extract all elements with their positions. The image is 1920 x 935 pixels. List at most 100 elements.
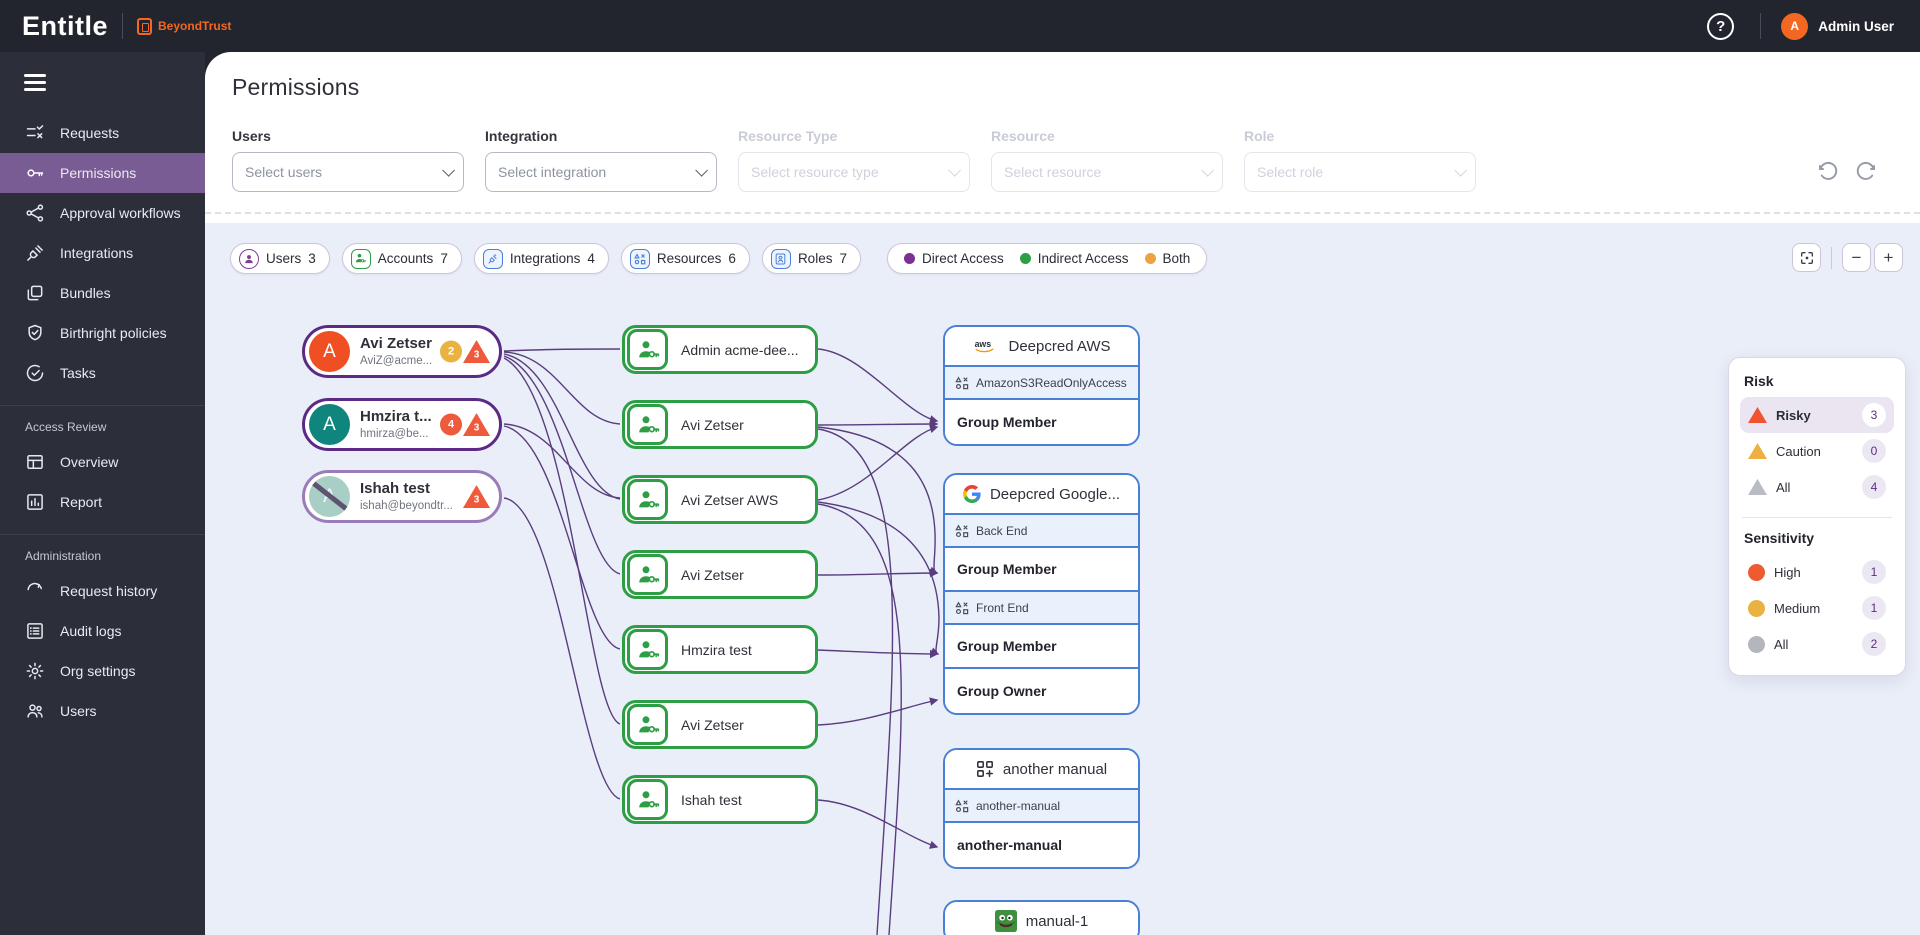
resource-node[interactable]: Back End xyxy=(945,515,1138,548)
account-node[interactable]: Avi Zetser xyxy=(622,550,818,599)
sidebar-item-permissions[interactable]: Permissions xyxy=(0,152,205,193)
redo-icon[interactable] xyxy=(1854,160,1878,184)
fit-view-button[interactable] xyxy=(1792,243,1821,272)
help-icon[interactable]: ? xyxy=(1707,12,1735,40)
controls-divider xyxy=(1831,246,1832,269)
resource-group-aws: aws Deepcred AWS AmazonS3ReadOnlyAccess … xyxy=(943,325,1140,446)
undo-icon[interactable] xyxy=(1816,160,1840,184)
sidebar-item-requests[interactable]: Requests xyxy=(0,113,205,153)
all-triangle-icon xyxy=(1748,479,1767,495)
integration-node-aws[interactable]: aws Deepcred AWS xyxy=(945,327,1138,367)
entitle-logo[interactable]: Entitle xyxy=(22,10,109,41)
user-node-ishah[interactable]: A Ishah test ishah@beyondtr... 3 xyxy=(302,470,502,523)
sidebar-item-org-settings[interactable]: Org settings xyxy=(0,651,205,691)
account-key-icon xyxy=(627,779,668,820)
account-node[interactable]: Avi Zetser AWS xyxy=(622,475,818,524)
sidebar-item-audit-logs[interactable]: Audit logs xyxy=(0,611,205,651)
zoom-out-button[interactable]: − xyxy=(1842,243,1871,272)
zoom-in-button[interactable]: + xyxy=(1874,243,1903,272)
risk-filter-risky[interactable]: Risky 3 xyxy=(1740,397,1894,433)
high-count-badge: 1 xyxy=(1862,560,1886,584)
caution-count-badge: 0 xyxy=(1862,439,1886,463)
risk-filter-caution[interactable]: Caution 0 xyxy=(1740,433,1894,469)
user-node-hmzira[interactable]: A Hmzira t... hmirza@be... 4 3 xyxy=(302,398,502,451)
integration-select[interactable]: Select integration xyxy=(485,152,717,192)
user-name[interactable]: Admin User xyxy=(1818,18,1894,34)
aws-logo: aws xyxy=(974,339,993,353)
account-key-icon xyxy=(627,554,668,595)
account-node[interactable]: Admin acme-dee... xyxy=(622,325,818,374)
sidebar-item-integrations[interactable]: Integrations xyxy=(0,233,205,273)
all-circle-icon xyxy=(1748,635,1765,653)
account-node[interactable]: Avi Zetser xyxy=(622,700,818,749)
users-select[interactable]: Select users xyxy=(232,152,464,192)
user-node-avi-zetser[interactable]: A Avi Zetser AviZ@acme... 2 3 xyxy=(302,325,502,378)
canvas-controls: − + xyxy=(1792,243,1903,272)
role-node[interactable]: Group Member xyxy=(945,548,1138,592)
sensitivity-title: Sensitivity xyxy=(1744,530,1815,546)
sidebar-item-bundles[interactable]: Bundles xyxy=(0,273,205,313)
sidebar-item-request-history[interactable]: Request history xyxy=(0,571,205,611)
risk-filter-all[interactable]: All 4 xyxy=(1740,469,1894,505)
resource-type-icon xyxy=(955,523,969,537)
resource-type-icon xyxy=(955,375,969,389)
user-avatar[interactable]: A xyxy=(1781,12,1809,40)
account-node[interactable]: Hmzira test xyxy=(622,625,818,674)
account-node[interactable]: Ishah test xyxy=(622,775,818,824)
role-node[interactable]: Group Member xyxy=(945,625,1138,669)
sensitivity-filter-high[interactable]: High 1 xyxy=(1740,554,1894,590)
chevron-down-icon xyxy=(948,163,961,177)
sensitivity-filter-medium[interactable]: Medium 1 xyxy=(1740,590,1894,626)
sensitivity-filter-all[interactable]: All 2 xyxy=(1740,626,1894,662)
integration-node-google[interactable]: Deepcred Google... xyxy=(945,475,1138,515)
sidebar-item-report[interactable]: Report xyxy=(0,482,205,522)
resource-group-google: Deepcred Google... Back End Group Member… xyxy=(943,473,1140,715)
resource-node[interactable]: another-manual xyxy=(945,790,1138,823)
integration-node-another-manual[interactable]: another manual xyxy=(945,750,1138,790)
section-administration: Administration xyxy=(25,548,102,563)
menu-toggle-icon[interactable] xyxy=(24,74,46,91)
role-node[interactable]: another-manual xyxy=(945,823,1138,867)
risk-triangle-badge: 3 xyxy=(463,413,490,436)
history-icon xyxy=(27,582,42,594)
account-key-icon xyxy=(627,329,668,370)
chevron-down-icon xyxy=(1201,163,1214,177)
sidebar-item-overview[interactable]: Overview xyxy=(0,442,205,482)
integration-node-manual-1[interactable]: manual-1 xyxy=(945,902,1138,935)
sidebar-item-approval-workflows[interactable]: Approval workflows xyxy=(0,193,205,233)
resource-chip-icon xyxy=(629,248,650,269)
resource-node[interactable]: AmazonS3ReadOnlyAccess xyxy=(945,367,1138,400)
role-node[interactable]: Group Member xyxy=(945,400,1138,444)
risk-triangle-badge: 3 xyxy=(463,340,490,363)
medium-circle-icon xyxy=(1748,599,1765,617)
plug-icon xyxy=(27,244,43,261)
medium-count-badge: 1 xyxy=(1862,596,1886,620)
account-node[interactable]: Avi Zetser xyxy=(622,400,818,449)
filter-integration: Integration Select integration xyxy=(485,128,717,192)
user-chip-icon xyxy=(239,248,259,269)
users-icon xyxy=(27,703,43,718)
avatar: A xyxy=(309,404,350,445)
sidebar-divider xyxy=(0,533,205,535)
sidebar-item-birthright-policies[interactable]: Birthright policies xyxy=(0,313,205,353)
resource-node[interactable]: Front End xyxy=(945,592,1138,625)
node-user-name: Hmzira t... xyxy=(360,407,432,425)
frog-icon xyxy=(994,910,1017,932)
role-node[interactable]: Group Owner xyxy=(945,669,1138,713)
panel-divider xyxy=(1742,517,1892,518)
node-user-name: Ishah test xyxy=(360,479,431,497)
risky-count-badge: 3 xyxy=(1862,403,1886,427)
svg-text:aws: aws xyxy=(974,339,991,349)
risky-triangle-icon xyxy=(1748,407,1767,423)
sidebar-item-tasks[interactable]: Tasks xyxy=(0,353,205,393)
resource-select: Select resource xyxy=(991,152,1223,192)
resource-type-select: Select resource type xyxy=(738,152,970,192)
sidebar-item-users[interactable]: Users xyxy=(0,691,205,731)
beyondtrust-icon xyxy=(137,17,153,35)
